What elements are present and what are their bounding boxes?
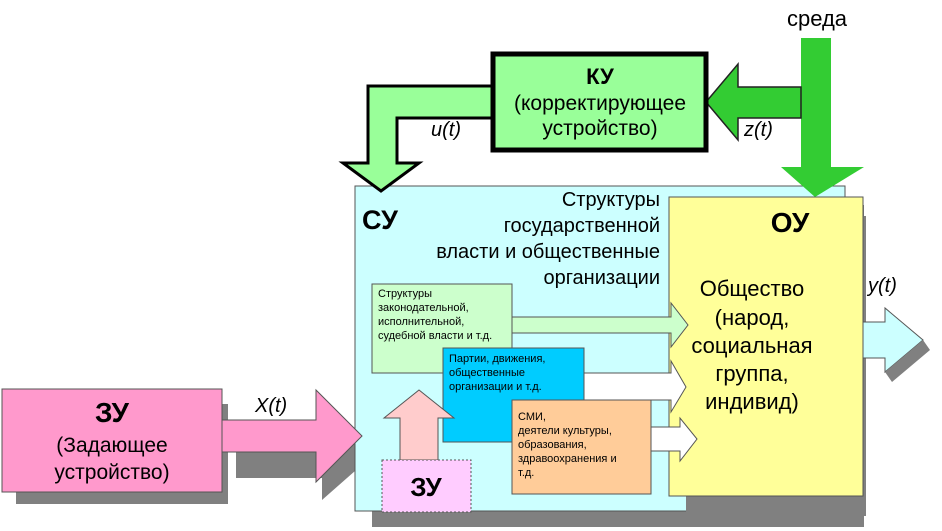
media-line-5: т.д. [518, 467, 534, 479]
ou-desc-3: социальная [691, 333, 812, 358]
su-desc-3: власти и общественные [436, 241, 660, 263]
su-desc-4: организации [543, 267, 660, 289]
media-line-4: здравоохранения и [518, 453, 617, 465]
environment-arrow [781, 38, 864, 197]
su-desc-2: государственной [504, 215, 660, 237]
legislative-line-4: судебной власти и т.д. [378, 330, 492, 342]
zu-inner-title: ЗУ [410, 472, 442, 502]
z-label: z(t) [743, 119, 773, 141]
ku-title: КУ [586, 64, 614, 89]
zu-inner-box [381, 459, 472, 513]
ou-desc-4: группа, [715, 361, 788, 386]
u-arrow [338, 84, 495, 193]
media-line-1: СМИ, [518, 411, 546, 423]
ku-line1: (корректирующее [514, 92, 686, 115]
zu-up-arrow [382, 389, 456, 461]
legislative-to-ou-arrow [511, 301, 689, 349]
parties-line-2: общественные [449, 367, 525, 379]
ku-box [490, 51, 709, 153]
media-to-ou-arrow [650, 416, 698, 463]
media-line-2: деятели культуры, [518, 425, 612, 437]
u-label: u(t) [431, 119, 461, 141]
ku-line2: устройство) [542, 117, 657, 140]
su-code: СУ [362, 205, 399, 235]
ou-box [668, 196, 864, 497]
media-box [511, 399, 652, 495]
legislative-line-1: Структуры [378, 288, 432, 300]
parties-line-1: Партии, движения, [449, 353, 545, 365]
zu-main-box [1, 388, 223, 493]
legislative-line-2: законодательной, [378, 302, 469, 314]
zu-main-title: ЗУ [95, 397, 129, 428]
legislative-line-3: исполнительной, [378, 316, 464, 328]
x-arrow [221, 388, 363, 484]
y-arrow-shadow [885, 340, 930, 382]
z-arrow [705, 61, 802, 143]
su-desc-1: Структуры [562, 189, 660, 211]
media-line-3: образования, [518, 439, 587, 451]
parties-line-3: организации и т.д. [449, 381, 542, 393]
environment-label: среда [787, 6, 848, 31]
ou-desc-1: Общество [700, 276, 805, 301]
ou-code: ОУ [771, 207, 810, 238]
ou-desc-2: (народ, [715, 305, 790, 330]
zu-main-line1: (Задающее [56, 434, 167, 457]
zu-main-line2: устройство) [54, 461, 169, 484]
ou-desc-5: индивид) [705, 389, 799, 414]
y-label: y(t) [866, 275, 897, 297]
x-label: X(t) [254, 395, 287, 417]
